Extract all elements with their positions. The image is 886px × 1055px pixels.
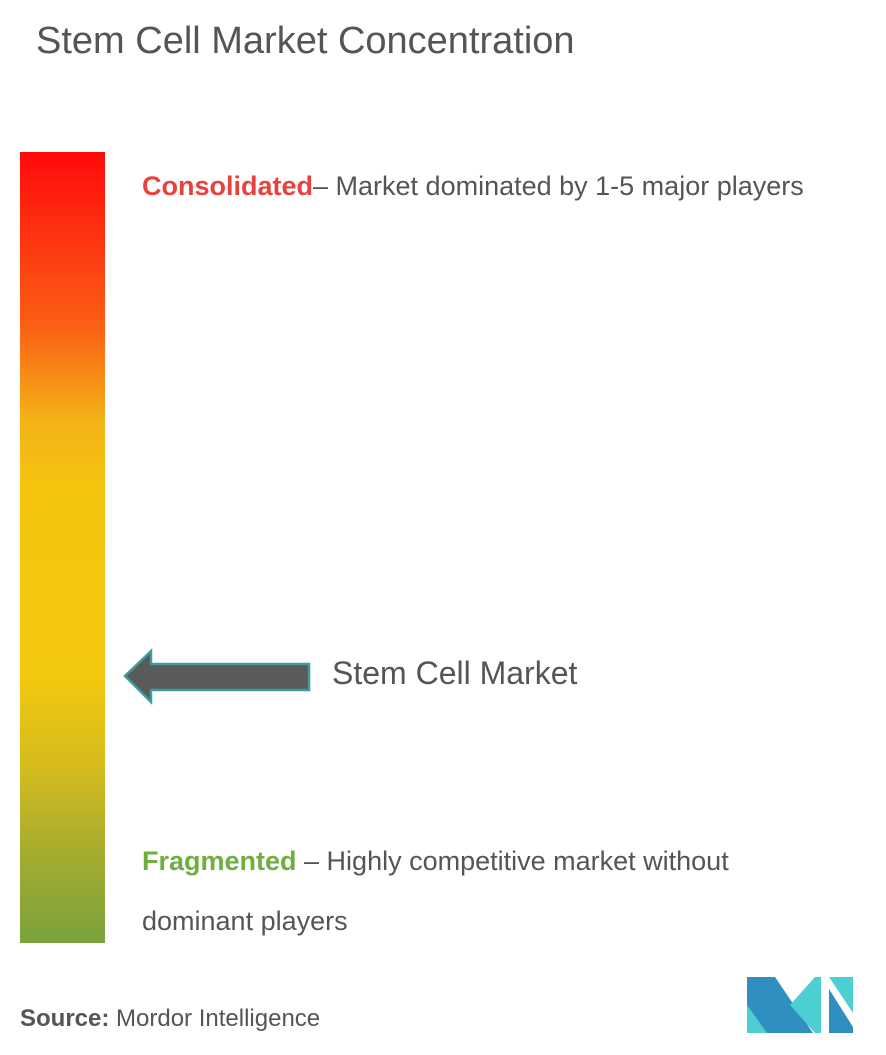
- fragmented-label: Fragmented: [142, 846, 297, 876]
- consolidated-label: Consolidated: [142, 171, 314, 201]
- concentration-gradient-bar: [20, 152, 105, 943]
- market-marker-label: Stem Cell Market: [332, 655, 578, 691]
- consolidated-description: Consolidated– Market dominated by 1-5 ma…: [142, 156, 842, 216]
- source-label: Source:: [20, 1005, 110, 1032]
- source-value: Mordor Intelligence: [109, 1005, 321, 1032]
- page-title: Stem Cell Market Concentration: [36, 20, 575, 62]
- fragmented-text: – Highly competitive market without domi…: [142, 846, 729, 936]
- mordor-intelligence-logo: [747, 977, 853, 1033]
- consolidated-text: – Market dominated by 1-5 major players: [313, 171, 804, 201]
- left-arrow-icon: [123, 648, 311, 706]
- source-line: Source: Mordor Intelligence: [20, 1005, 320, 1033]
- fragmented-description: Fragmented – Highly competitive market w…: [142, 831, 842, 951]
